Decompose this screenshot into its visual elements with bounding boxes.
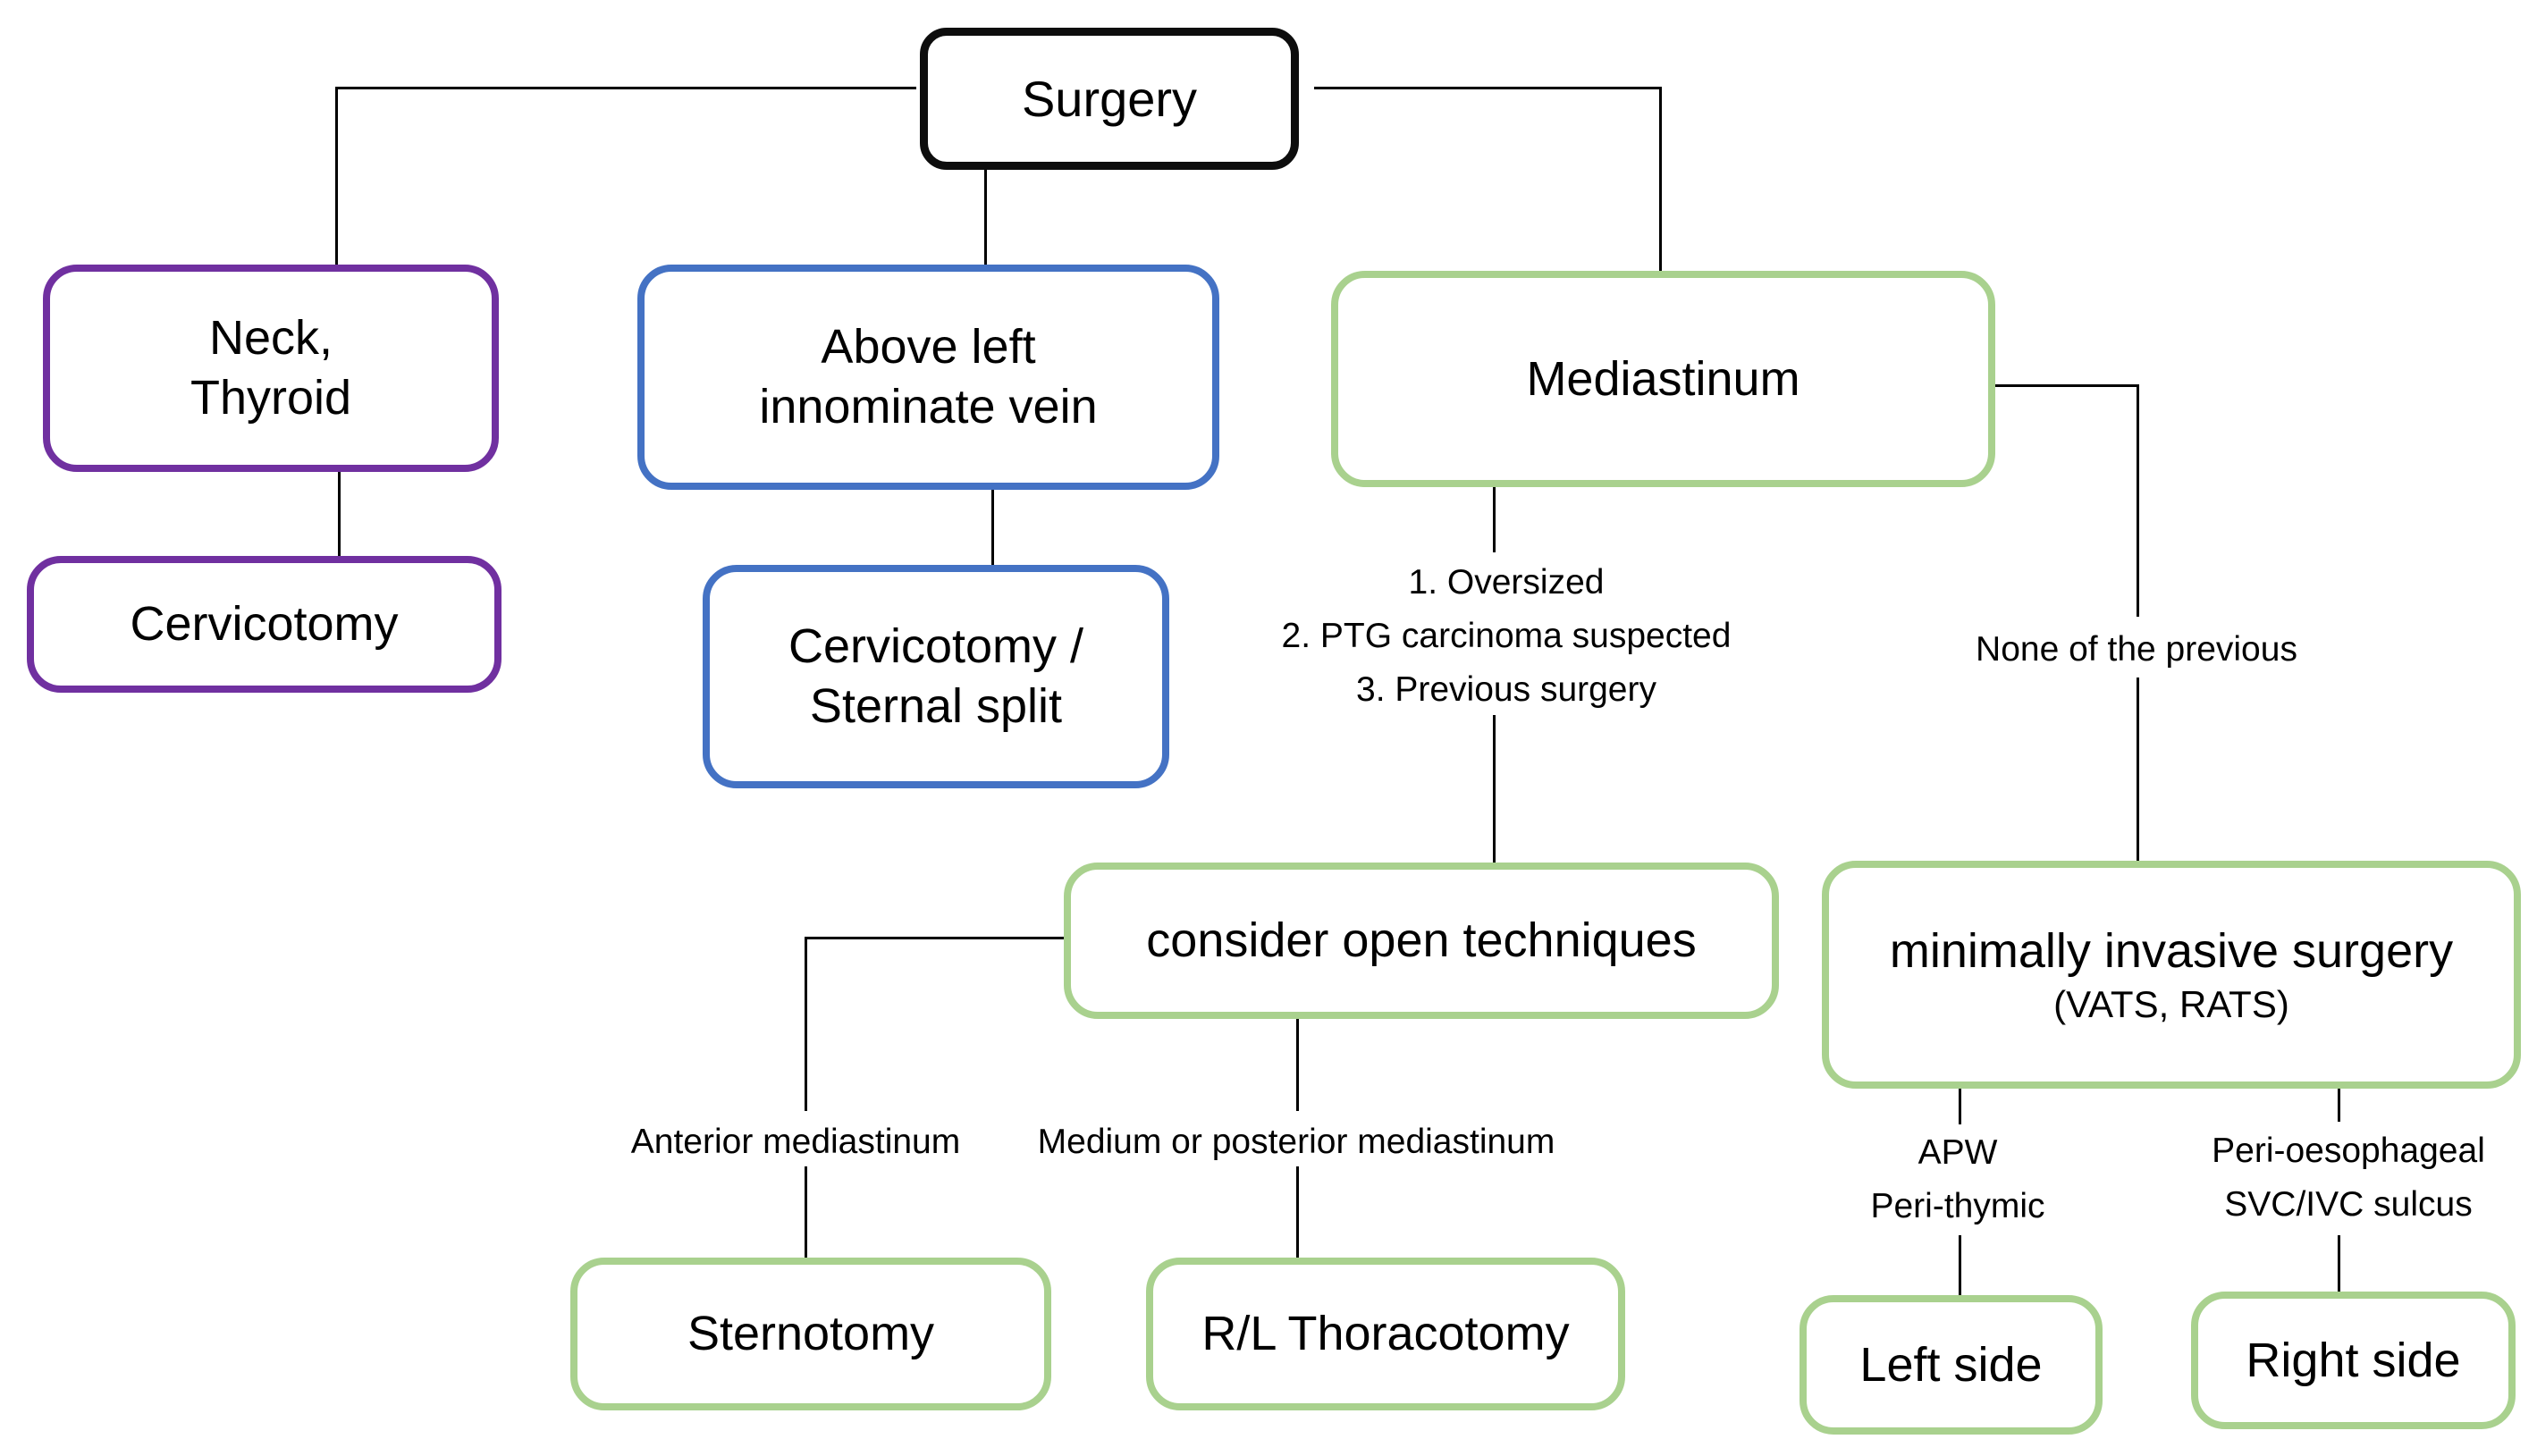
node-cervicotomy-sternal-line2: Sternal split bbox=[809, 679, 1063, 733]
node-rl-thoracotomy-label: R/L Thoracotomy bbox=[1201, 1307, 1570, 1361]
node-above-innominate-line1: Above left bbox=[821, 320, 1036, 375]
node-left-side-label: Left side bbox=[1859, 1337, 2043, 1392]
edge-label-apw-line1: APW bbox=[1918, 1133, 1998, 1172]
connector-neck-cervicotomy bbox=[338, 472, 341, 556]
connector-anterior-upper bbox=[805, 937, 807, 1111]
connector-anterior-sternotomy bbox=[805, 1166, 807, 1258]
node-rl-thoracotomy: R/L Thoracotomy bbox=[1146, 1258, 1625, 1410]
node-cervicotomy: Cervicotomy bbox=[27, 556, 502, 693]
node-mediastinum: Mediastinum bbox=[1331, 271, 1995, 487]
node-mediastinum-label: Mediastinum bbox=[1526, 351, 1800, 406]
node-consider-open: consider open techniques bbox=[1064, 863, 1779, 1019]
edge-label-criteria-line2: 2. PTG carcinoma suspected bbox=[1281, 617, 1732, 655]
connector-minimally-apw bbox=[1959, 1089, 1961, 1124]
node-cervicotomy-sternal: Cervicotomy / Sternal split bbox=[703, 565, 1169, 788]
edge-label-medium-posterior: Medium or posterior mediastinum bbox=[1037, 1123, 1555, 1161]
connector-innominate-sternalsplit bbox=[991, 490, 994, 565]
edge-label-criteria: 1. Oversized 2. PTG carcinoma suspected … bbox=[1282, 556, 1732, 717]
node-consider-open-label: consider open techniques bbox=[1146, 913, 1697, 968]
node-neck-thyroid: Neck, Thyroid bbox=[43, 265, 499, 472]
node-above-innominate-line2: innominate vein bbox=[759, 380, 1098, 433]
connector-surgery-neck-vertical bbox=[335, 87, 338, 265]
node-above-innominate: Above left innominate vein bbox=[637, 265, 1219, 490]
node-sternotomy: Sternotomy bbox=[570, 1258, 1051, 1410]
edge-label-anterior-mediastinum: Anterior mediastinum bbox=[630, 1123, 961, 1161]
connector-surgery-mediastinum-horizontal bbox=[1314, 87, 1659, 89]
node-neck-thyroid-line1: Neck, bbox=[208, 311, 333, 366]
connector-medium-upper bbox=[1296, 1019, 1299, 1111]
connector-none-upper bbox=[2137, 384, 2139, 617]
connector-minimally-perioesophageal bbox=[2338, 1089, 2340, 1122]
edge-label-criteria-line1: 1. Oversized bbox=[1408, 563, 1605, 602]
edge-label-peri-oesophageal: Peri-oesophageal SVC/IVC sulcus bbox=[2212, 1124, 2485, 1232]
node-neck-thyroid-line2: Thyroid bbox=[190, 371, 352, 425]
node-cervicotomy-label: Cervicotomy bbox=[130, 597, 399, 652]
edge-label-none-previous: None of the previous bbox=[1976, 630, 2297, 669]
edge-label-apw-line2: Peri-thymic bbox=[1870, 1187, 2045, 1225]
connector-apw-leftside bbox=[1959, 1235, 1961, 1295]
edge-label-apw: APW Peri-thymic bbox=[1870, 1126, 2044, 1233]
connector-criteria-consideropen bbox=[1493, 715, 1496, 863]
node-cervicotomy-sternal-line1: Cervicotomy / bbox=[788, 619, 1084, 674]
node-surgery-label: Surgery bbox=[1021, 70, 1198, 127]
connector-surgery-neck-horizontal bbox=[335, 87, 916, 89]
edge-label-peri-oesophageal-line1: Peri-oesophageal bbox=[2212, 1132, 2485, 1170]
connector-mediastinum-criteria-upper bbox=[1493, 487, 1496, 552]
edge-label-criteria-line3: 3. Previous surgery bbox=[1356, 670, 1656, 709]
node-minimally-invasive: minimally invasive surgery (VATS, RATS) bbox=[1822, 861, 2521, 1089]
connector-medium-thoracotomy bbox=[1296, 1166, 1299, 1258]
connector-none-minimally bbox=[2137, 678, 2139, 861]
connector-perioesophageal-rightside bbox=[2338, 1235, 2340, 1292]
connector-surgery-mediastinum-vertical bbox=[1659, 87, 1662, 271]
node-right-side: Right side bbox=[2191, 1292, 2516, 1429]
node-surgery: Surgery bbox=[920, 28, 1299, 170]
node-left-side: Left side bbox=[1800, 1295, 2103, 1435]
node-minimally-invasive-main: minimally invasive surgery bbox=[1889, 923, 2454, 978]
connector-surgery-innominate bbox=[984, 170, 987, 265]
node-right-side-label: Right side bbox=[2246, 1333, 2461, 1387]
connector-consideropen-anterior-horizontal bbox=[805, 937, 1064, 939]
connector-mediastinum-none-horizontal bbox=[1995, 384, 2137, 387]
node-minimally-invasive-sub: (VATS, RATS) bbox=[2053, 982, 2289, 1025]
edge-label-peri-oesophageal-line2: SVC/IVC sulcus bbox=[2224, 1185, 2473, 1224]
node-sternotomy-label: Sternotomy bbox=[687, 1307, 935, 1361]
